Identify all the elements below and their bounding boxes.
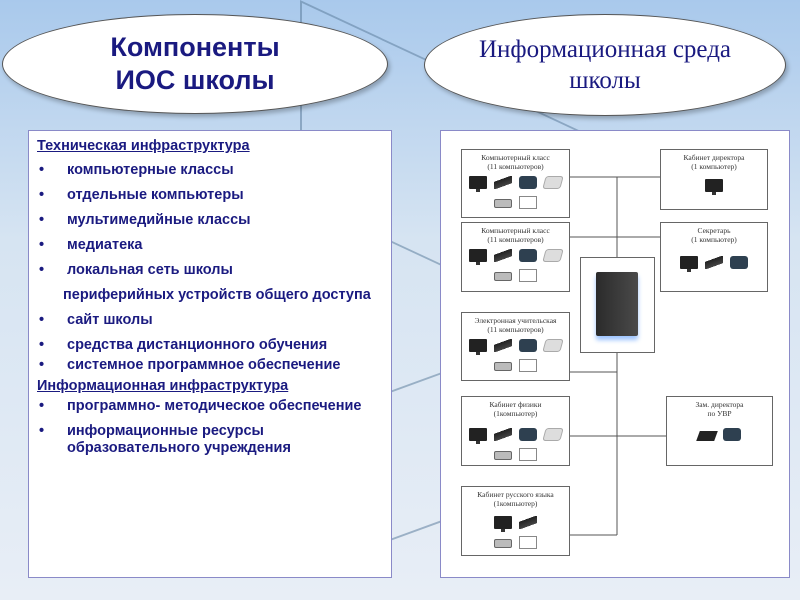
projector-icon	[494, 451, 512, 460]
projector-icon	[494, 272, 512, 281]
room-title: Компьютерный класс	[481, 153, 550, 162]
laptop-icon	[696, 431, 718, 441]
room-subtitle: (11 компьютеров)	[487, 235, 544, 244]
list-item: информационные ресурсы образовательного …	[37, 423, 391, 457]
info-environment-bubble: Информационная среда школы	[424, 14, 786, 116]
room-subtitle: (1компьютер)	[493, 499, 538, 508]
list-item-indented: периферийных устройств общего доступа	[63, 287, 371, 303]
room-title: Электронная учительская	[474, 316, 557, 325]
bubble-line: ИОС школы	[115, 65, 275, 95]
screen-icon	[519, 196, 537, 209]
room-subtitle: (11 компьютеров)	[487, 325, 544, 334]
projector-icon	[494, 199, 512, 208]
section-heading: Техническая инфраструктура	[37, 138, 250, 154]
monitor-icon	[494, 516, 512, 532]
device-icon	[542, 428, 564, 441]
scanner-icon	[494, 249, 512, 262]
scanner-icon	[705, 256, 723, 269]
room-subtitle: (1 компьютер)	[691, 235, 737, 244]
monitor-icon	[469, 339, 487, 355]
device-icon	[542, 176, 564, 189]
list-item: средства дистанционного обучения	[37, 337, 391, 354]
room-subtitle: (1 компьютер)	[691, 162, 737, 171]
projector-icon	[494, 362, 512, 371]
room-title: Компьютерный класс	[481, 226, 550, 235]
monitor-icon	[469, 428, 487, 444]
printer-icon	[519, 428, 537, 441]
components-list-panel: Техническая инфраструктура компьютерные …	[28, 130, 392, 578]
room-title: Зам. директора	[695, 400, 744, 409]
screen-icon	[519, 269, 537, 282]
room-title: Секретарь	[697, 226, 731, 235]
printer-icon	[519, 249, 537, 262]
printer-icon	[723, 428, 741, 441]
room-subtitle: (1компьютер)	[493, 409, 538, 418]
scanner-icon	[494, 176, 512, 189]
bubble-line: Компоненты	[110, 32, 280, 62]
room-box-physics: Кабинет физики (1компьютер)	[461, 396, 570, 466]
room-box-russian: Кабинет русского языка (1компьютер)	[461, 486, 570, 556]
screen-icon	[519, 359, 537, 372]
room-box-computer-class-1: Компьютерный класс (11 компьютеров)	[461, 149, 570, 218]
list-item: сайт школы	[37, 312, 391, 329]
server-tower-icon	[596, 272, 638, 336]
room-subtitle: по УВР	[707, 409, 732, 418]
list-item: отдельные компьютеры	[37, 187, 391, 204]
server	[580, 257, 655, 353]
room-title: Кабинет физики	[489, 400, 542, 409]
printer-icon	[519, 339, 537, 352]
room-subtitle: (11 компьютеров)	[487, 162, 544, 171]
room-title: Кабинет директора	[683, 153, 745, 162]
monitor-icon	[469, 249, 487, 265]
room-box-computer-class-2: Компьютерный класс (11 компьютеров)	[461, 222, 570, 292]
printer-icon	[519, 176, 537, 189]
list-item: локальная сеть школы	[37, 262, 391, 279]
printer-icon	[730, 256, 748, 269]
bubble-line: Информационная среда	[478, 36, 732, 63]
monitor-icon	[469, 176, 487, 192]
room-title: Кабинет русского языка	[477, 490, 554, 499]
device-icon	[542, 249, 564, 262]
list-item: компьютерные классы	[37, 162, 391, 179]
room-box-secretary: Секретарь (1 компьютер)	[660, 222, 768, 292]
monitor-icon	[705, 179, 723, 195]
components-bubble: Компоненты ИОС школы	[2, 14, 388, 114]
room-box-director: Кабинет директора (1 компьютер)	[660, 149, 768, 210]
room-box-teachers-room: Электронная учительская (11 компьютеров)	[461, 312, 570, 381]
monitor-icon	[680, 256, 698, 272]
scanner-icon	[494, 428, 512, 441]
list-item: мультимедийные классы	[37, 212, 391, 229]
device-icon	[542, 339, 564, 352]
bubble-line: школы	[569, 67, 641, 94]
screen-icon	[519, 448, 537, 461]
scanner-icon	[494, 339, 512, 352]
projector-icon	[494, 539, 512, 548]
screen-icon	[519, 536, 537, 549]
section-heading: Информационная инфраструктура	[37, 378, 289, 394]
list-item: программно- методическое обеспечение	[37, 398, 391, 415]
list-item: медиатека	[37, 237, 391, 254]
scanner-icon	[519, 516, 537, 529]
list-item: системное программное обеспечение	[37, 357, 391, 374]
room-box-deputy-director: Зам. директора по УВР	[666, 396, 773, 466]
